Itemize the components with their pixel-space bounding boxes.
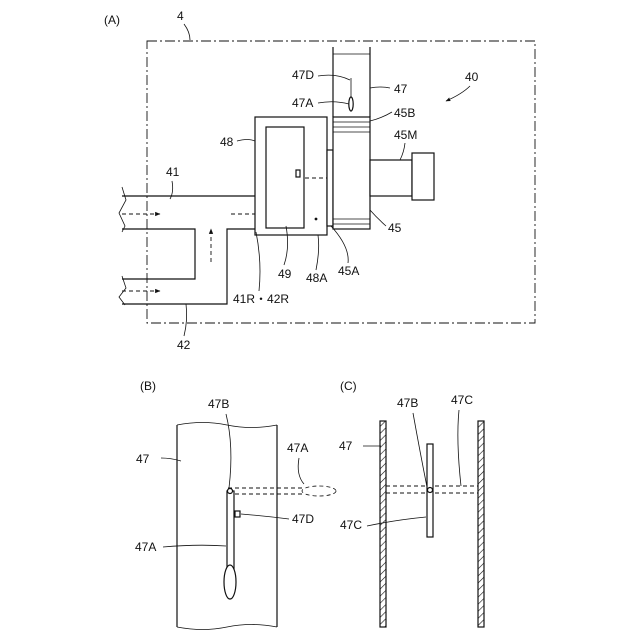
damper-open-47a [302, 486, 336, 496]
label-47a-b-top: 47A [287, 441, 308, 455]
label-4: 4 [177, 9, 184, 23]
label-47a-b-bottom: 47A [135, 540, 156, 554]
panel-c-title: (C) [340, 379, 357, 393]
label-45: 45 [388, 221, 402, 235]
label-41: 41 [166, 165, 180, 179]
duct-41-42 [119, 187, 255, 305]
panel-b: (B) 47B 47A 47 47A 47D [135, 379, 336, 630]
motor-45m-cap [412, 153, 434, 200]
point-48a [315, 218, 318, 221]
sensor-47d [235, 511, 240, 517]
label-47d-b: 47D [292, 512, 314, 526]
label-48: 48 [220, 135, 234, 149]
label-47-c: 47 [339, 439, 353, 453]
panel-c: (C) 47B 47C 47 47C [339, 379, 484, 627]
motor-45m [370, 160, 412, 196]
duct-wall-right [478, 421, 484, 627]
panel-b-title: (B) [140, 379, 156, 393]
label-47b-b: 47B [208, 397, 229, 411]
damper-closed-47a [224, 565, 236, 599]
label-45b: 45B [394, 106, 415, 120]
panel-a: (A) 4 41 42 48 49 48A 41R・4 [104, 9, 535, 352]
damper-stem-b [227, 491, 234, 569]
label-49: 49 [278, 267, 292, 281]
panel-a-title: (A) [104, 13, 120, 27]
duct-wall-left [380, 421, 386, 627]
connector-48-45 [327, 150, 333, 226]
leader-4 [184, 24, 190, 40]
label-45a: 45A [338, 264, 359, 278]
label-47-a: 47 [394, 82, 408, 96]
fan-45 [333, 117, 370, 229]
label-47d: 47D [292, 68, 314, 82]
label-48a: 48A [306, 271, 327, 285]
label-47b-c: 47B [397, 396, 418, 410]
label-47-b: 47 [136, 452, 150, 466]
label-47a-a: 47A [292, 96, 313, 110]
filter-49-mark [296, 170, 300, 177]
label-47c-c-top: 47C [451, 393, 473, 407]
pivot-47b-c [428, 488, 433, 493]
label-41r-42r: 41R・42R [233, 292, 289, 306]
pivot-47b [228, 489, 233, 494]
label-40: 40 [465, 70, 479, 84]
damper-47a [349, 97, 353, 111]
label-42: 42 [177, 338, 191, 352]
label-45m: 45M [394, 128, 417, 142]
leader-40 [446, 86, 470, 101]
label-47c-c-side: 47C [340, 518, 362, 532]
